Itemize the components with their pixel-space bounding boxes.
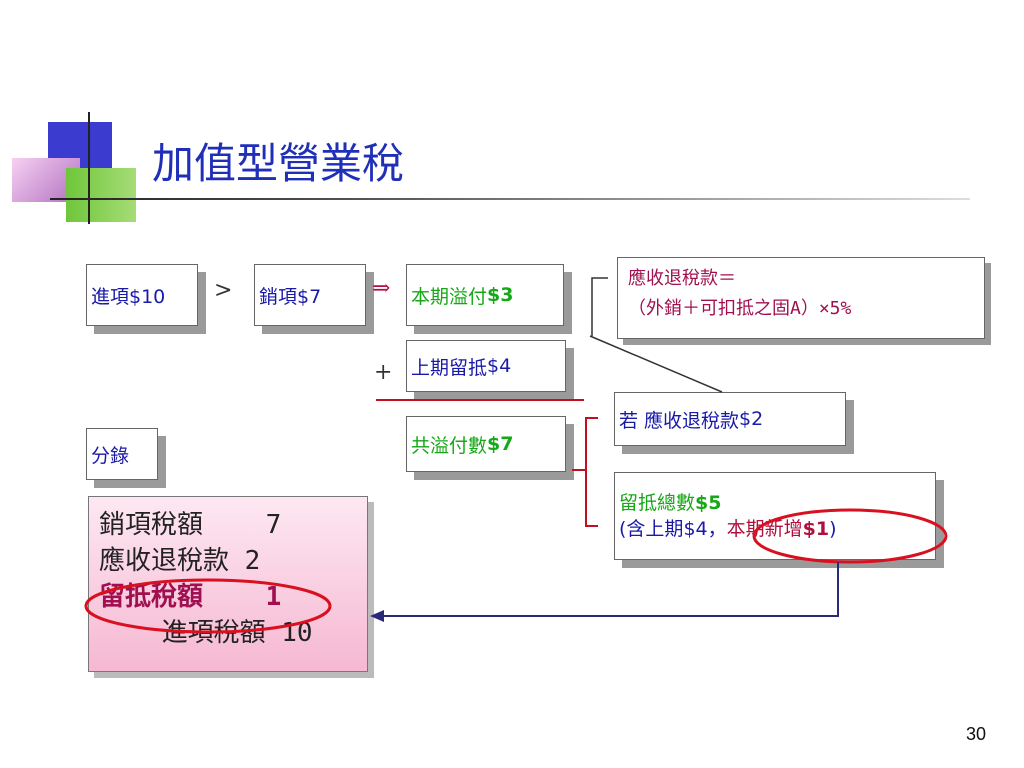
link-arrow-head (370, 610, 384, 622)
slide-title: 加值型營業稅 (152, 139, 405, 188)
journal-row-retained: 留抵稅額 1 (99, 582, 282, 612)
decor-vertical-line (88, 112, 90, 224)
link-arrow-line (380, 562, 839, 617)
total-payable-box: 共溢付數$7 (406, 416, 566, 472)
retained-prev-amount: $4 (683, 518, 708, 540)
retained-prev-label: 含上期 (626, 518, 684, 540)
refund-amount: $2 (739, 408, 764, 430)
refund-label: 若 應收退稅款 (619, 409, 740, 432)
decor-green-square (66, 168, 136, 222)
note-line-1: 應收退稅款＝ (628, 268, 736, 289)
new-amount-highlight-circle (752, 508, 948, 564)
split-bracket (585, 417, 598, 527)
retained-new-amount: $1 (802, 518, 830, 540)
note-line-2: （外銷＋可扣抵之固A）×5% (628, 298, 852, 319)
retained-tax-highlight-circle (84, 578, 332, 634)
retained-total-box: 留抵總數$5 (含上期$4，本期新增$1) (614, 472, 936, 560)
plus-symbol: + (374, 360, 393, 385)
retained-paren-open: ( (619, 518, 627, 540)
retained-total-label: 留抵總數 (619, 492, 696, 514)
total-payable-label: 共溢付數 (411, 434, 488, 457)
output-tax-label: 銷項$7 (259, 285, 322, 308)
input-tax-box: 進項$10 (86, 264, 198, 326)
refund-box: 若 應收退稅款$2 (614, 392, 846, 446)
retained-new-label: 本期新增 (726, 518, 803, 540)
total-payable-amount: $7 (487, 433, 514, 455)
journal-row-refund: 應收退稅款 2 (99, 546, 261, 576)
page-number: 30 (966, 724, 987, 744)
retained-total-amount: $5 (695, 492, 722, 514)
prev-retained-amount: $4 (487, 355, 512, 377)
refund-formula-note: 應收退稅款＝ （外銷＋可扣抵之固A）×5% (617, 257, 985, 339)
journal-row-output-tax: 銷項稅額 7 (99, 510, 282, 540)
note-pointer-line (589, 335, 723, 393)
entries-label-box: 分錄 (86, 428, 158, 480)
note-bracket (591, 277, 608, 336)
prev-retained-label: 上期留抵 (411, 356, 488, 379)
title-underline (50, 198, 970, 200)
entries-label: 分錄 (91, 444, 130, 467)
arrow-icon: ⇒ (372, 276, 391, 301)
current-payable-amount: $3 (487, 284, 514, 306)
retained-paren-close: ) (829, 518, 837, 540)
current-payable-label: 本期溢付 (411, 285, 488, 308)
input-tax-label: 進項$10 (91, 285, 166, 308)
output-tax-box: 銷項$7 (254, 264, 366, 326)
current-payable-box: 本期溢付$3 (406, 264, 564, 326)
greater-than-symbol: > (214, 278, 233, 303)
prev-retained-box: 上期留抵$4 (406, 340, 566, 392)
retained-comma: ， (707, 518, 727, 540)
